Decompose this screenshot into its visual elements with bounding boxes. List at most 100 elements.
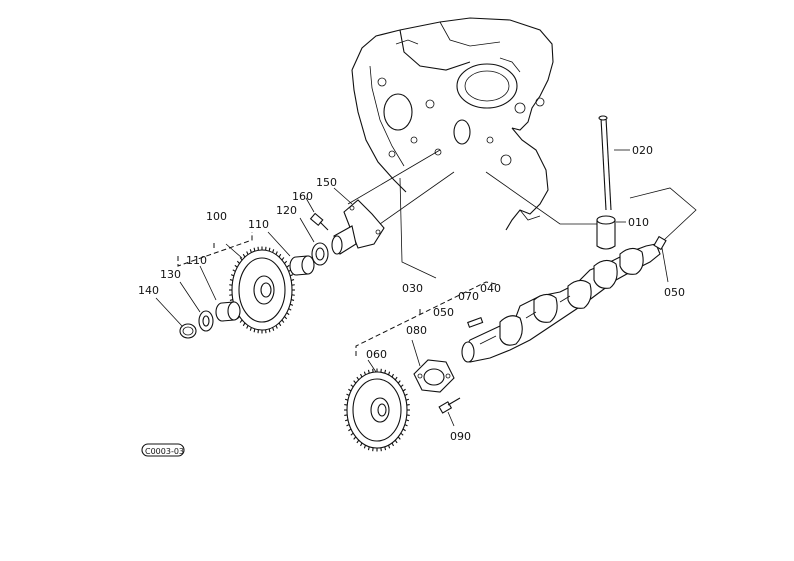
gear-tooth xyxy=(278,253,282,258)
gear-tooth xyxy=(268,328,271,333)
screw-bottom xyxy=(438,397,461,427)
gear-tooth xyxy=(348,388,352,392)
label-010: 010 xyxy=(628,216,649,229)
gear-tooth xyxy=(346,393,350,396)
idle-gear-shaft xyxy=(331,187,385,255)
gear-tooth xyxy=(281,257,285,261)
key xyxy=(467,317,484,328)
gear-tooth xyxy=(405,398,410,401)
gear-tooth xyxy=(405,419,410,422)
gear-tooth xyxy=(404,393,408,396)
gear-tooth xyxy=(230,274,235,277)
gear-tooth xyxy=(290,279,295,281)
gear-tooth xyxy=(402,388,406,392)
gear-tooth xyxy=(397,436,401,440)
gear-tooth xyxy=(402,428,406,432)
camshaft xyxy=(461,243,661,363)
gear-tooth xyxy=(360,373,363,378)
gear-tooth xyxy=(400,384,404,388)
gear-tooth xyxy=(353,380,357,384)
gear-tooth xyxy=(397,380,401,384)
camshaft-stopper xyxy=(411,339,455,393)
part-labels: 010 020 030 040 050 050 060 070 080 090 … xyxy=(138,144,685,443)
gear-tooth xyxy=(275,251,278,255)
cam-gear-teeth xyxy=(344,368,410,452)
gear-tooth xyxy=(394,376,398,381)
gear-tooth xyxy=(272,327,275,331)
gear-tooth xyxy=(229,279,234,281)
label-120: 120 xyxy=(276,204,297,217)
label-050-center: 050 xyxy=(433,306,454,319)
gear-tooth xyxy=(234,264,238,268)
gear-tooth xyxy=(253,247,256,252)
gear-tooth xyxy=(363,444,367,449)
label-160: 160 xyxy=(292,190,313,203)
label-130: 130 xyxy=(160,268,181,281)
gear-tooth xyxy=(246,325,249,329)
gear-tooth xyxy=(400,432,404,436)
label-100: 100 xyxy=(206,210,227,223)
gear-tooth xyxy=(363,371,367,376)
gear-tooth xyxy=(268,247,271,252)
bushing-upper xyxy=(267,231,315,276)
screw-160 xyxy=(305,197,329,231)
collar xyxy=(299,217,329,266)
gear-tooth xyxy=(391,442,394,447)
gear-tooth xyxy=(346,424,350,427)
label-150: 150 xyxy=(316,176,337,189)
gear-tooth xyxy=(353,436,357,440)
gear-tooth xyxy=(275,325,278,329)
gear-tooth xyxy=(286,264,290,268)
gear-tooth xyxy=(384,446,387,451)
label-140: 140 xyxy=(138,284,159,297)
gear-tooth xyxy=(278,322,282,327)
gear-tooth xyxy=(394,439,398,444)
gear-tooth xyxy=(290,299,295,301)
gear-tooth xyxy=(289,303,294,306)
label-070: 070 xyxy=(458,290,479,303)
gear-tooth xyxy=(286,312,290,316)
circlip xyxy=(155,297,197,339)
gear-tooth xyxy=(284,316,288,320)
gear-tooth xyxy=(232,269,236,272)
engine-block xyxy=(351,17,554,231)
thrust-collar xyxy=(179,281,214,332)
idle-gear xyxy=(225,243,295,334)
gear-tooth xyxy=(360,442,363,447)
idle-gear-teeth xyxy=(229,246,295,334)
stamp-text: C0003-03 xyxy=(145,447,184,456)
label-110-lower: 110 xyxy=(186,254,207,267)
gear-tooth xyxy=(367,369,370,374)
gear-tooth xyxy=(249,327,252,331)
tappet xyxy=(596,215,626,250)
label-080: 080 xyxy=(406,324,427,337)
cam-gear xyxy=(344,359,410,452)
gear-tooth xyxy=(236,260,240,264)
gear-tooth xyxy=(239,319,243,323)
gear-tooth xyxy=(249,249,252,253)
gear-tooth xyxy=(384,369,387,374)
label-090: 090 xyxy=(450,430,471,443)
gear-tooth xyxy=(387,371,391,376)
gear-tooth xyxy=(367,446,370,451)
label-030: 030 xyxy=(402,282,423,295)
label-050-right: 050 xyxy=(664,286,685,299)
gear-tooth xyxy=(272,249,275,253)
gear-tooth xyxy=(253,328,256,333)
gear-tooth xyxy=(350,384,354,388)
gear-tooth xyxy=(242,253,246,258)
label-040: 040 xyxy=(480,282,501,295)
screw-right xyxy=(653,235,669,283)
alignment-lines xyxy=(347,149,697,279)
gear-tooth xyxy=(344,398,349,401)
gear-tooth xyxy=(356,439,360,444)
gear-tooth xyxy=(387,444,391,449)
label-110-upper: 110 xyxy=(248,218,269,231)
bushing-lower xyxy=(199,265,241,322)
drawing-stamp: C0003-03 xyxy=(141,443,185,457)
gear-tooth xyxy=(348,428,352,432)
label-060: 060 xyxy=(366,348,387,361)
gear-tooth xyxy=(391,373,394,378)
gear-tooth xyxy=(281,319,285,323)
